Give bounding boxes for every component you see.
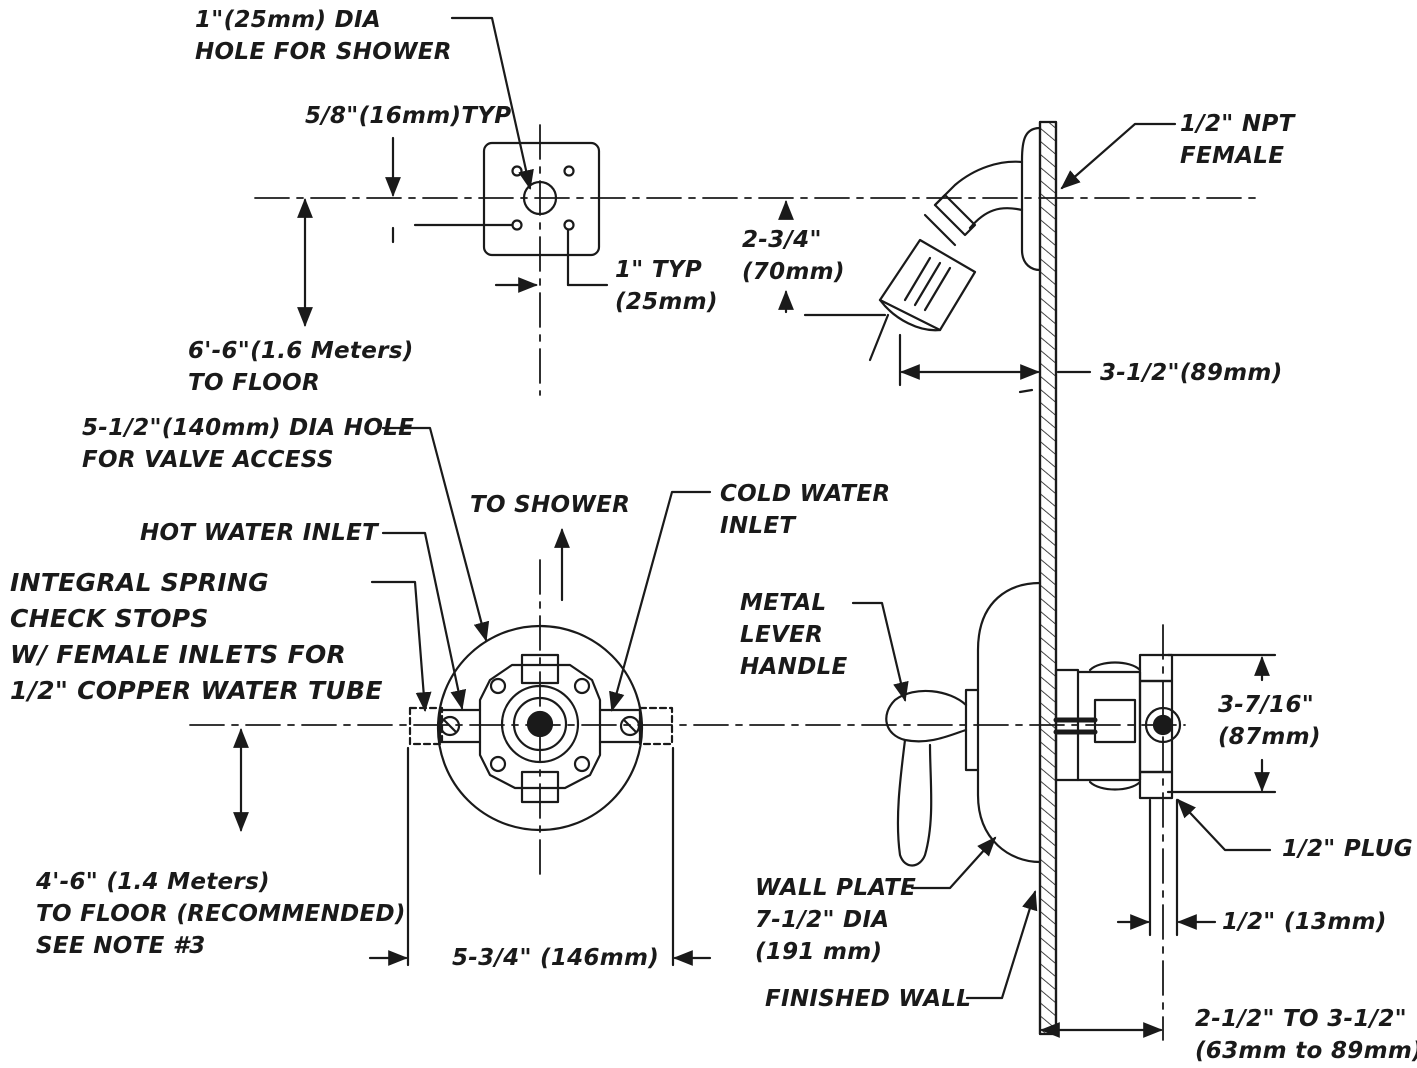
label-hot-inlet: HOT WATER INLET [140, 520, 379, 546]
shower-flange-plate [482, 141, 601, 257]
valve-front-view [408, 624, 674, 832]
label-typ-5-8: 5/8"(16mm)TYP [305, 103, 512, 129]
label-plug: 1/2" PLUG [1282, 836, 1413, 862]
label-to-shower: TO SHOWER [470, 492, 631, 518]
label-depth: 2-1/2" TO 3-1/2"(63mm to 89mm) [1195, 1006, 1417, 1064]
label-valve-height: 4'-6" (1.4 Meters)TO FLOOR (RECOMMENDED)… [36, 869, 406, 959]
label-typ-1: 1" TYP(25mm) [615, 257, 718, 315]
label-arm-drop: 2-3/4"(70mm) [742, 227, 845, 285]
label-plug-offset: 1/2" (13mm) [1222, 909, 1387, 935]
leaders-valve [233, 426, 712, 967]
dims-top-right [778, 122, 1177, 394]
wall [1038, 120, 1058, 1036]
label-finished-wall: FINISHED WALL [765, 986, 972, 1012]
label-valve-width: 5-3/4" (146mm) [452, 945, 660, 971]
shower-arm [803, 126, 1042, 362]
label-body-height: 3-7/16"(87mm) [1218, 692, 1321, 750]
label-shower-height: 6'-6"(1.6 Meters)TO FLOOR [188, 338, 414, 396]
dims-side-view [851, 601, 1277, 1038]
valve-side-view [885, 581, 1182, 867]
leaders-top-left [297, 16, 609, 327]
label-arm-reach: 3-1/2"(89mm) [1100, 360, 1283, 386]
